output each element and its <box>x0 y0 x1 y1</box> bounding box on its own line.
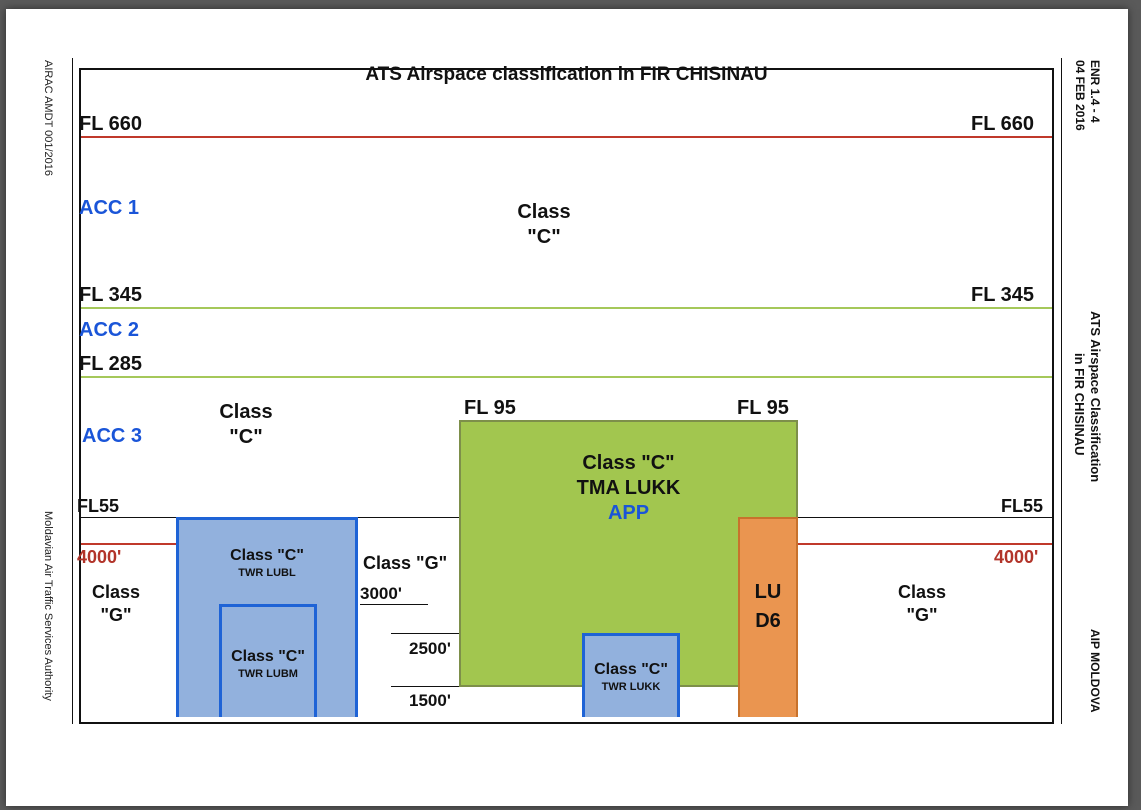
fl345-line <box>81 307 1052 309</box>
lubm-class: Class "C" <box>231 648 305 665</box>
right-class-g: Class "G" <box>882 581 962 627</box>
alt4000-line-right <box>797 543 1052 545</box>
alt1500-label: 1500' <box>409 691 451 710</box>
upper-class-word: Class <box>517 201 571 223</box>
diagram-frame <box>79 68 1054 724</box>
section-title-line1: ATS Airspace Classification <box>1088 311 1103 483</box>
lukk-class: Class "C" <box>594 661 668 678</box>
d6-line2: D6 <box>755 610 781 632</box>
airac-amendment: AIRAC AMDT 001/2016 <box>42 60 54 176</box>
lubl-name: TWR LUBL <box>238 567 296 579</box>
alt3000-label: 3000' <box>360 584 402 603</box>
upper-airspace-class: Class "C" <box>494 200 594 250</box>
acc3-class-letter: "C" <box>229 426 263 448</box>
effective-date: 04 FEB 2016 <box>1073 60 1087 131</box>
left-g-letter: "G" <box>100 605 132 625</box>
fl660-label-left: FL 660 <box>79 113 142 135</box>
tma-unit: APP <box>607 502 650 524</box>
alt4000-label-left: 4000' <box>77 547 122 567</box>
acc3-airspace-class: Class "C" <box>196 400 296 450</box>
acc3-class-word: Class <box>219 401 273 423</box>
right-margin-rule <box>1061 58 1062 724</box>
d6-line1: LU <box>754 581 782 603</box>
fl95-label-left: FL 95 <box>464 397 516 419</box>
alt4000-label-right: 4000' <box>994 547 1039 567</box>
left-class-g: Class "G" <box>76 581 156 627</box>
tma-class: Class "C" <box>582 452 675 474</box>
danger-area-lud6: LU D6 <box>738 517 798 717</box>
alt2500-label: 2500' <box>409 639 451 658</box>
fl95-label-right: FL 95 <box>737 397 789 419</box>
lubm-name: TWR LUBM <box>238 668 298 680</box>
alt4000-line-left <box>81 543 179 545</box>
lubl-class: Class "C" <box>230 547 304 564</box>
page-reference: ENR 1.4 - 4 <box>1088 60 1102 123</box>
tma-name: TMA LUKK <box>576 477 681 499</box>
diagram-title: ATS Airspace classification in FIR CHISI… <box>365 64 768 85</box>
sector-acc2: ACC 2 <box>79 319 140 341</box>
middle-class-g: Class "G" <box>363 553 448 573</box>
fl345-label-left: FL 345 <box>79 284 142 306</box>
fl55-label-left: FL55 <box>77 496 120 516</box>
upper-class-letter: "C" <box>527 226 561 248</box>
ctr-lubm-zone: Class "C" TWR LUBM <box>219 604 317 717</box>
right-g-letter: "G" <box>906 605 938 625</box>
fl285-line <box>81 376 1052 378</box>
fl660-line <box>81 136 1052 138</box>
section-title-line2: in FIR CHISINAU <box>1072 353 1087 456</box>
publication-name: AIP MOLDOVA <box>1088 629 1102 713</box>
left-margin-rule <box>72 58 73 724</box>
fl285-label: FL 285 <box>79 353 142 375</box>
right-g-word: Class <box>897 582 947 602</box>
sector-acc3: ACC 3 <box>82 425 143 447</box>
left-g-word: Class <box>91 582 141 602</box>
document-page: AIRAC AMDT 001/2016 Moldavian Air Traffi… <box>6 9 1128 806</box>
fl660-label-right: FL 660 <box>971 113 1034 135</box>
lukk-name: TWR LUKK <box>601 681 661 693</box>
fl55-label-right: FL55 <box>1001 496 1044 516</box>
sector-acc1: ACC 1 <box>79 197 140 219</box>
authority-name: Moldavian Air Traffic Services Authority <box>42 511 54 701</box>
ctr-lukk-zone: Class "C" TWR LUKK <box>582 633 680 717</box>
fl345-label-right: FL 345 <box>971 284 1034 306</box>
alt3000-line <box>360 604 428 605</box>
